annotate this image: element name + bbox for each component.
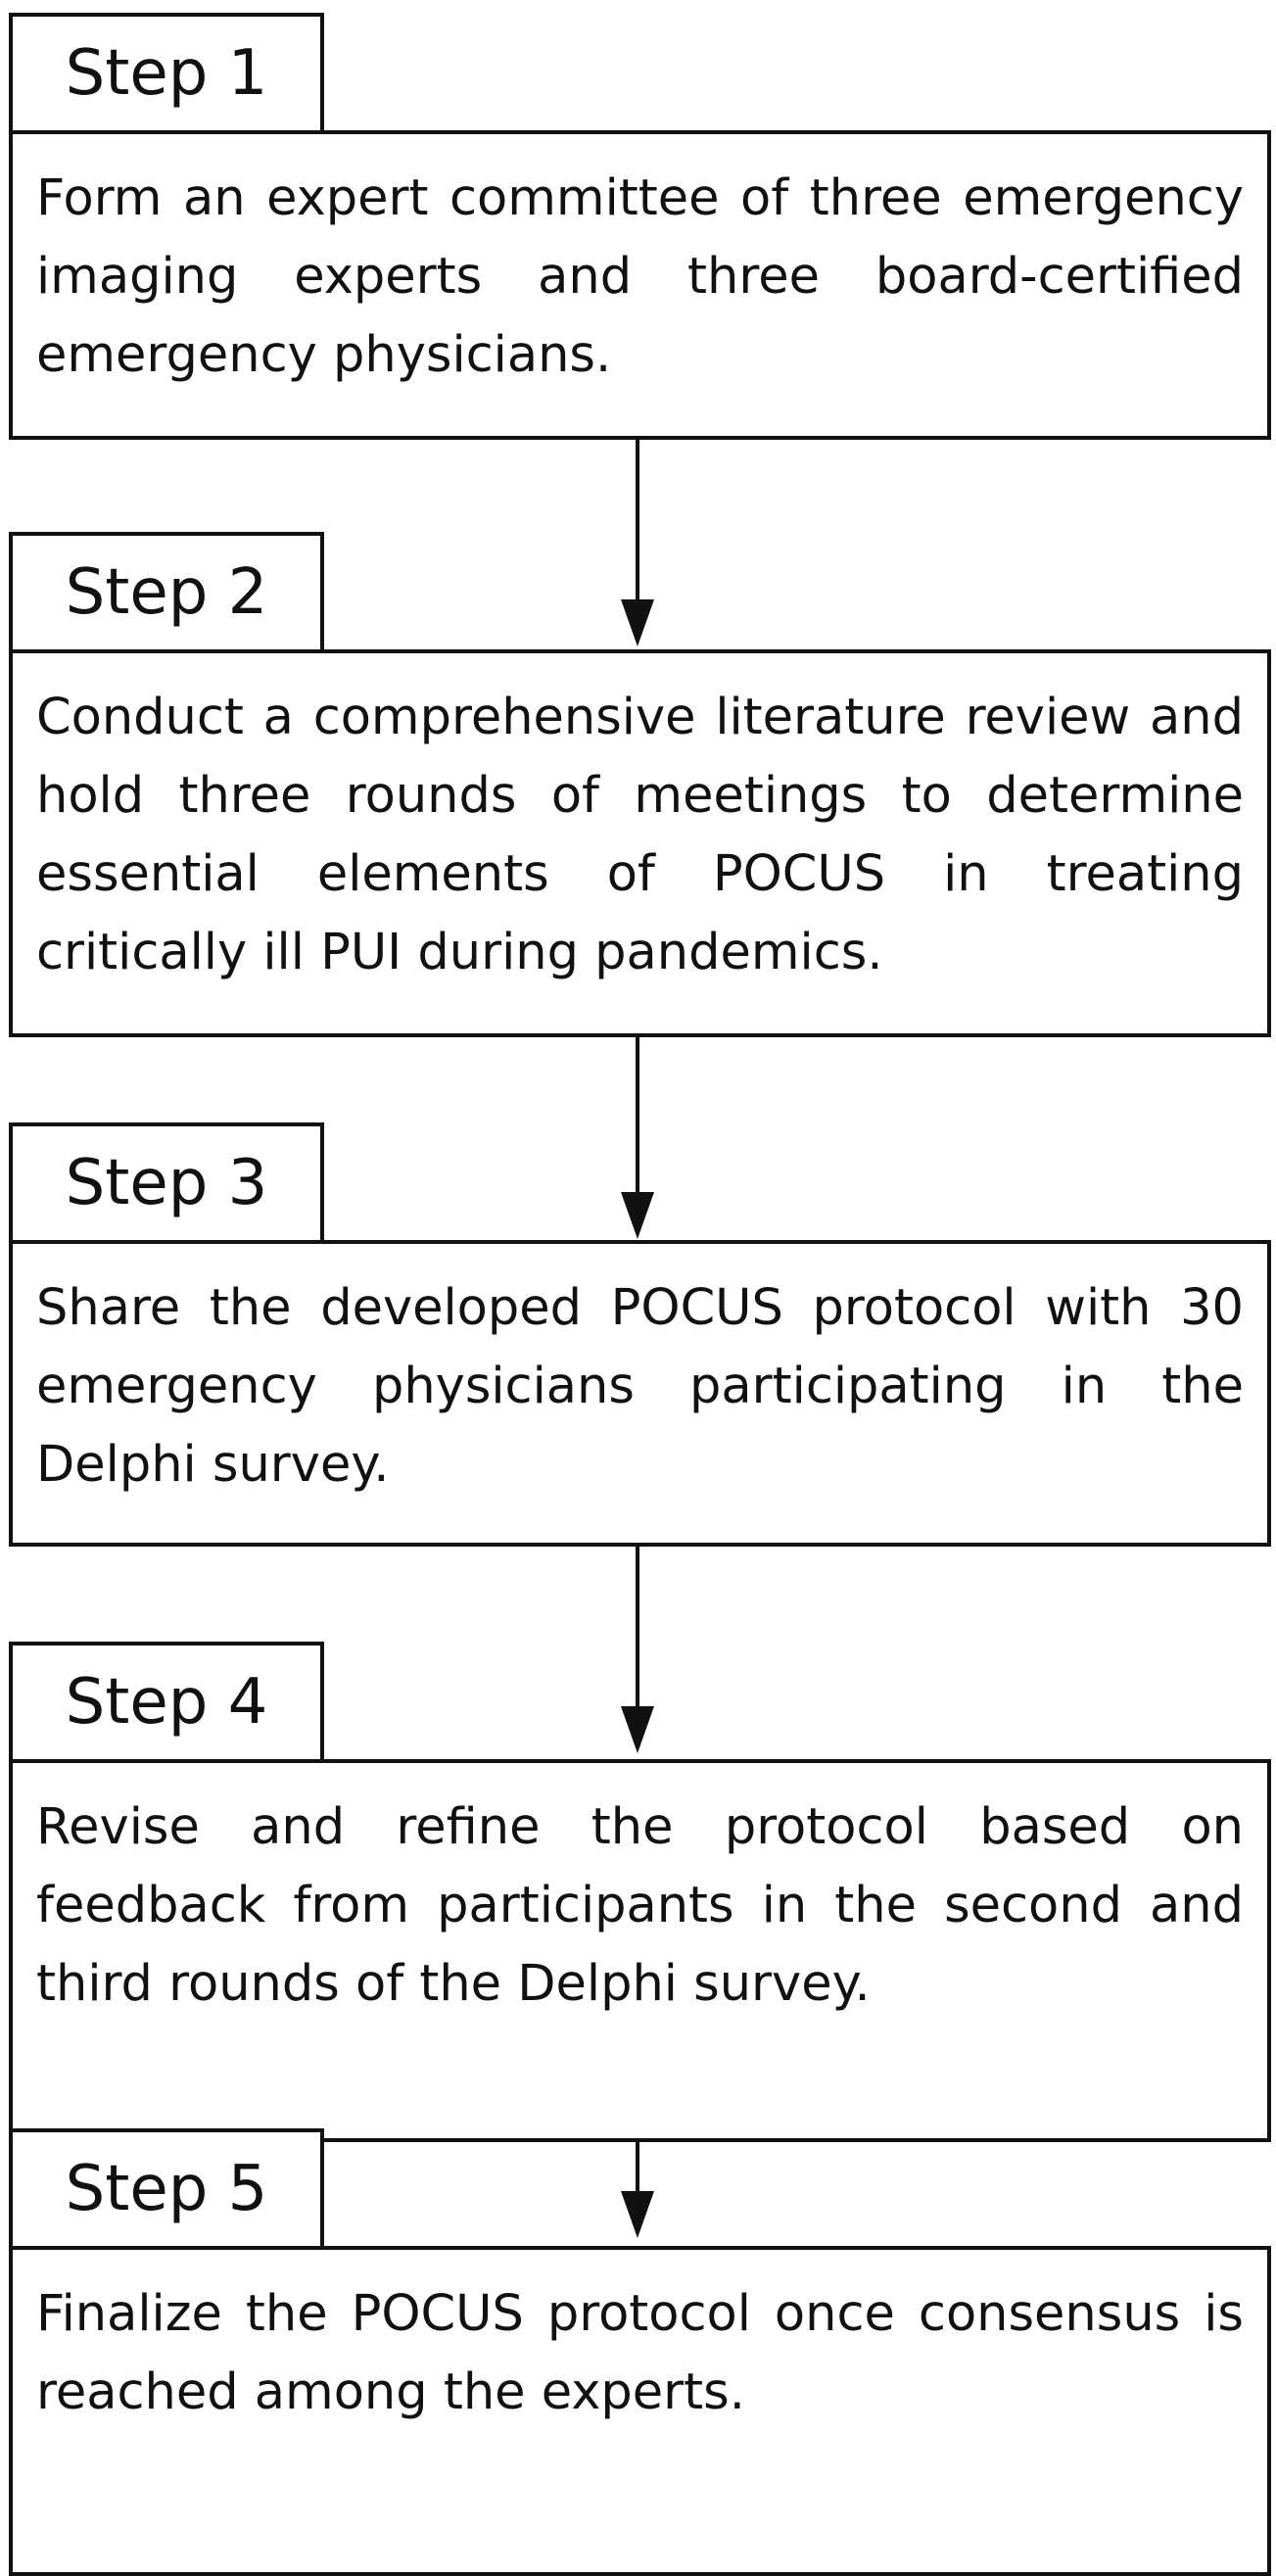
- step-4-label: Step 4: [9, 1642, 324, 1759]
- step-2-label: Step 2: [9, 532, 324, 649]
- step-2-text: Conduct a comprehensive literature revie…: [36, 689, 1244, 981]
- step-1-box: Form an expert committee of three emerge…: [9, 130, 1271, 440]
- arrow-step-2-to-3: [621, 1037, 654, 1239]
- step-3-box: Share the developed POCUS protocol with …: [9, 1240, 1271, 1547]
- step-1-label: Step 1: [9, 13, 324, 130]
- arrow-step-4-to-5: [621, 2142, 654, 2238]
- step-4-box: Revise and refine the protocol based on …: [9, 1759, 1271, 2142]
- step-3-label: Step 3: [9, 1122, 324, 1240]
- step-1-text: Form an expert committee of three emerge…: [36, 169, 1244, 384]
- step-5-text: Finalize the POCUS protocol once consens…: [36, 2285, 1244, 2421]
- arrow-step-3-to-4: [621, 1547, 654, 1753]
- step-2-box: Conduct a comprehensive literature revie…: [9, 649, 1271, 1037]
- arrow-step-1-to-2: [621, 440, 654, 646]
- step-3-text: Share the developed POCUS protocol with …: [36, 1279, 1244, 1494]
- step-5-label: Step 5: [9, 2128, 324, 2246]
- step-4-text: Revise and refine the protocol based on …: [36, 1798, 1244, 2013]
- step-5-box: Finalize the POCUS protocol once consens…: [9, 2246, 1271, 2576]
